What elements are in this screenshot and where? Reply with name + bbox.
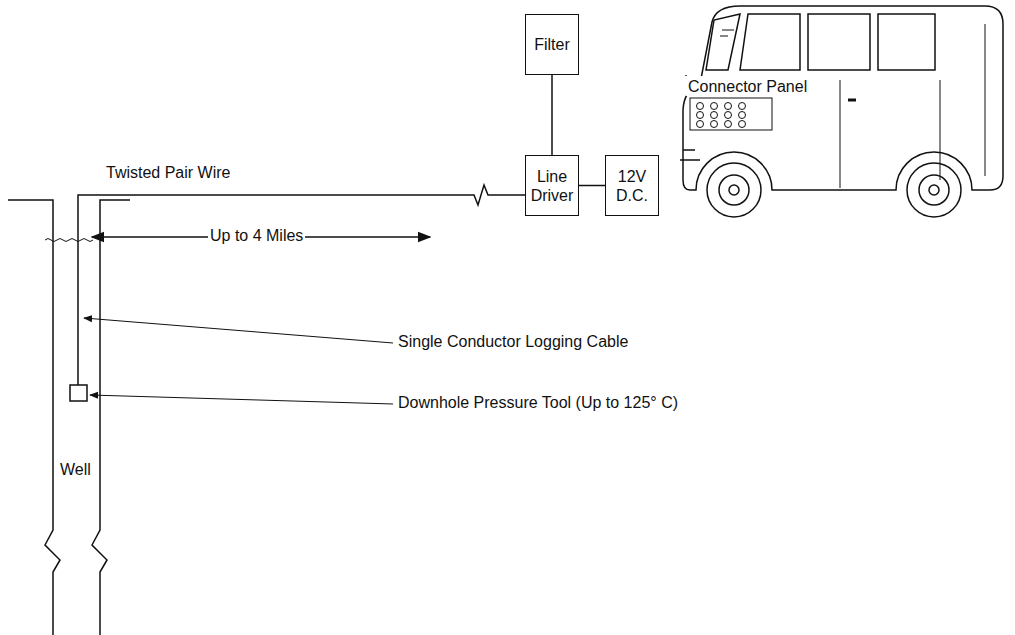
well-wall: [92, 200, 130, 635]
signal-wire: [579, 185, 605, 187]
leader-line: [90, 395, 393, 404]
downhole-tool: [70, 385, 87, 401]
wire-label: Twisted Pair Wire: [104, 164, 232, 182]
leader-line: [84, 318, 393, 343]
well-wall: [8, 200, 60, 635]
node-text: 12V D.C.: [606, 167, 658, 205]
component-box: Line Driver: [525, 155, 579, 216]
callout-label: Single Conductor Logging Cable: [396, 333, 630, 351]
water-level: [45, 239, 93, 242]
connector-holes: [697, 103, 746, 128]
well-label: Well: [58, 461, 93, 479]
callout-label: Downhole Pressure Tool (Up to 125° C): [396, 394, 680, 412]
node-text: Connector Panel: [688, 77, 807, 96]
component-box: Filter: [525, 14, 579, 75]
node-text: Line Driver: [526, 167, 578, 205]
component-box: 12V D.C.: [605, 155, 659, 216]
node-text: Filter: [534, 35, 570, 54]
van: [680, 6, 1003, 217]
twisted-pair-wire: [78, 185, 525, 385]
distance-label: Up to 4 Miles: [208, 227, 305, 245]
panel-label: Connector Panel: [686, 76, 809, 96]
signal-wire: [551, 75, 553, 155]
